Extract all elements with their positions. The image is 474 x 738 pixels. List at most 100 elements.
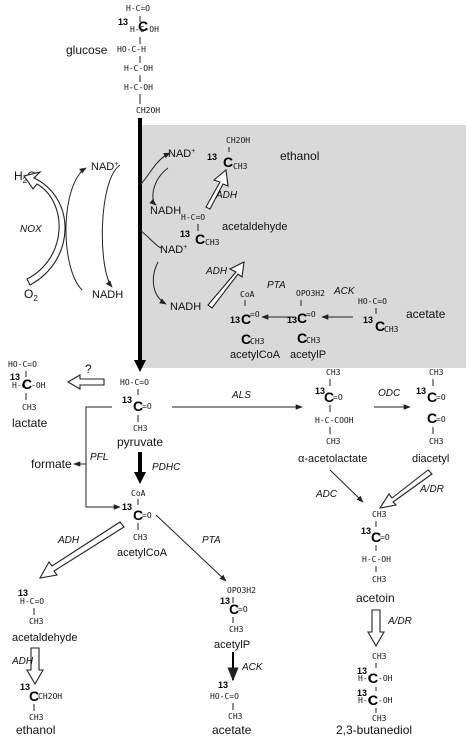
- acetylcoa-top-structure: CoA 13 C =O C CH3: [230, 290, 265, 347]
- adh-bottom-label: ADH: [57, 535, 80, 546]
- svg-text:OPO3H2: OPO3H2: [296, 289, 325, 298]
- svg-text:13: 13: [287, 315, 297, 325]
- formate-label: formate: [31, 457, 72, 471]
- svg-text:H-C=O: H-C=O: [20, 597, 44, 606]
- svg-text:C: C: [297, 330, 307, 346]
- svg-text:H-C-OH: H-C-OH: [124, 64, 153, 73]
- svg-text:13: 13: [207, 152, 217, 162]
- nad-left: NAD+: [91, 161, 118, 173]
- svg-text:C: C: [22, 376, 32, 392]
- nad-top: NAD+: [168, 148, 195, 160]
- lactate-arrow: [66, 374, 105, 390]
- svg-text:H-C-OH: H-C-OH: [362, 555, 391, 564]
- svg-text:=O: =O: [306, 310, 316, 319]
- svg-text:C: C: [427, 410, 437, 426]
- svg-text:13: 13: [180, 229, 190, 239]
- adr-arrow-2: [367, 609, 385, 648]
- butanediol-structure: CH3 13 H-C C -OH 13 H-C C -OH CH3: [357, 652, 393, 723]
- svg-text:CH3: CH3: [29, 617, 44, 626]
- adh-top-label: ADH: [215, 190, 238, 201]
- svg-text:C: C: [324, 389, 334, 405]
- pyruvate-label: pyruvate: [117, 435, 163, 449]
- svg-text:C: C: [375, 318, 385, 334]
- svg-text:CH3: CH3: [133, 424, 148, 433]
- svg-text:13: 13: [230, 315, 240, 325]
- ethanol-structure: 13 C CH2OH CH3: [20, 682, 62, 722]
- adh-ethanol-arrow: [26, 647, 44, 686]
- svg-text:H-C-OH: H-C-OH: [130, 25, 159, 34]
- pyruvate-structure: HO-C=O 13 C =O CH3: [120, 378, 152, 433]
- adh-top-arrow: [205, 168, 229, 210]
- glucose-structure: H-C=O 13 H-C-OH C HO-C-H H-C-OH H-C-OH C…: [117, 4, 160, 115]
- adr-arrow-1: [378, 469, 433, 509]
- svg-text:H-C-COOH: H-C-COOH: [315, 416, 354, 425]
- svg-text:C: C: [195, 231, 205, 247]
- pfl-label: PFL: [90, 452, 108, 463]
- adh-mid-arrow: [207, 261, 245, 309]
- adh-mid-label: ADH: [205, 266, 228, 277]
- adr-label-2: A/DR: [387, 616, 412, 627]
- svg-text:H-C-OH: H-C-OH: [124, 83, 153, 92]
- svg-text:H-C=O: H-C=O: [126, 4, 150, 13]
- svg-text:CH3: CH3: [205, 238, 220, 247]
- svg-text:13: 13: [357, 666, 367, 676]
- svg-text:=O: =O: [436, 415, 446, 424]
- adh-ethanol-label: ADH: [11, 656, 34, 667]
- svg-text:13: 13: [18, 588, 28, 598]
- acetylcoa-structure: CoA 13 C =O CH3: [122, 489, 152, 542]
- svg-text:H-C: H-C: [358, 674, 373, 683]
- svg-text:13: 13: [20, 682, 30, 692]
- ethanol-top-structure: CH2OH 13 C CH3: [207, 136, 250, 171]
- svg-text:CH3: CH3: [133, 533, 148, 542]
- svg-text:HO-C=O: HO-C=O: [210, 692, 239, 701]
- svg-text:CoA: CoA: [131, 489, 146, 498]
- svg-text:C: C: [229, 601, 239, 617]
- acetaldehyde-structure: 13 H-C=O CH3: [18, 588, 44, 626]
- acetate-right-structure: HO-C=O 13 C CH3: [358, 297, 399, 334]
- lactate-label: lactate: [12, 416, 48, 430]
- oxygen-label: O2: [24, 287, 38, 303]
- nad-mid: NAD+: [160, 244, 187, 256]
- svg-text:13: 13: [361, 526, 371, 536]
- svg-text:13: 13: [416, 386, 426, 396]
- svg-text:=O: =O: [380, 533, 390, 542]
- svg-text:CH3: CH3: [22, 403, 37, 412]
- svg-text:CH3: CH3: [306, 336, 321, 345]
- svg-text:CH2OH: CH2OH: [226, 136, 250, 145]
- ethanol-label: ethanol: [16, 723, 55, 737]
- svg-text:CH2OH: CH2OH: [136, 106, 160, 115]
- acetate-label: acetate: [212, 723, 252, 737]
- svg-text:CH3: CH3: [372, 510, 387, 519]
- svg-text:C: C: [133, 507, 143, 523]
- svg-text:C: C: [223, 154, 233, 170]
- svg-text:-OH: -OH: [378, 674, 393, 683]
- svg-text:CH2OH: CH2OH: [38, 692, 62, 701]
- shaded-region: [139, 125, 466, 368]
- acetoin-structure: CH3 13 C =O H-C-OH CH3: [361, 510, 391, 584]
- nadh-left: NADH: [92, 289, 123, 301]
- pdhc-label: PDHC: [152, 462, 181, 473]
- acetaldehyde-label: acetaldehyde: [12, 632, 77, 644]
- svg-text:CH3: CH3: [372, 575, 387, 584]
- ethanol-top-label: ethanol: [280, 149, 319, 163]
- svg-text:CH3: CH3: [250, 337, 265, 346]
- svg-text:H-C=O: H-C=O: [181, 213, 205, 222]
- acetaldehyde-top-structure: H-C=O 13 C CH3: [180, 213, 220, 247]
- svg-text:CH3: CH3: [372, 652, 387, 661]
- svg-text:H-C: H-C: [358, 696, 373, 705]
- svg-text:CH3: CH3: [229, 625, 244, 634]
- svg-text:C: C: [138, 18, 148, 34]
- acetylp-structure: OPO3H2 13 C =O CH3: [220, 586, 256, 634]
- svg-text:C: C: [133, 398, 143, 414]
- glucose-label: glucose: [66, 43, 108, 57]
- acetylcoa-top-label: acetylCoA: [230, 349, 281, 361]
- diacetyl-label: diacetyl: [412, 453, 449, 465]
- svg-text:C: C: [427, 389, 437, 405]
- svg-text:=O: =O: [250, 310, 260, 319]
- nadh-mid: NADH: [170, 301, 201, 313]
- svg-text:CH3: CH3: [228, 712, 243, 721]
- nox-arrow: [23, 170, 66, 286]
- acetoin-label: acetoin: [356, 591, 395, 605]
- svg-text:=O: =O: [436, 393, 446, 402]
- svg-text:CH3: CH3: [429, 437, 444, 446]
